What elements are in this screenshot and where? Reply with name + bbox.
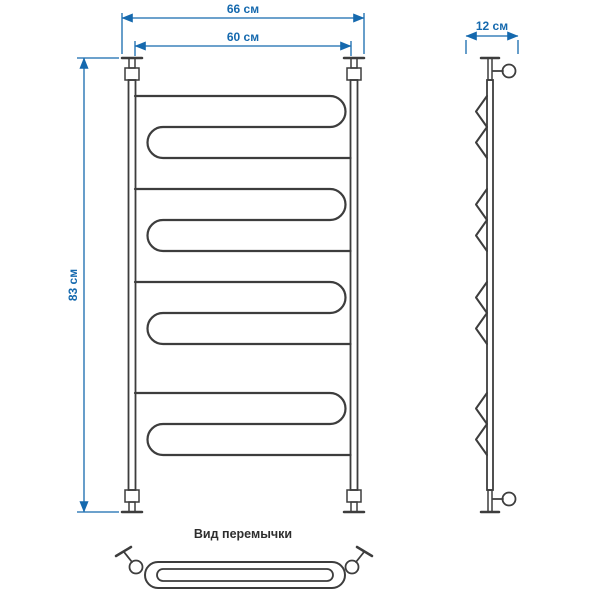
dim-inner-width-label: 60 см [227, 30, 259, 44]
coil-4 [133, 391, 352, 457]
front-top-left-bracket [120, 56, 144, 81]
side-coil-2 [475, 188, 488, 252]
dim-inner-width [134, 41, 352, 56]
dim-height-label: 83 см [66, 269, 80, 301]
side-view [475, 56, 517, 514]
side-coil-1 [475, 95, 488, 159]
side-rail [486, 79, 494, 491]
side-top-bracket [479, 56, 517, 81]
coil-2 [133, 187, 352, 253]
front-view [120, 56, 366, 514]
front-bottom-right-bracket [342, 489, 366, 514]
side-coil-profiles [475, 95, 488, 456]
crossbar-outer-loop [144, 561, 346, 589]
front-bottom-left-bracket [120, 489, 144, 514]
crossbar-view-caption: Вид перемычки [194, 527, 292, 541]
dim-outer-width [121, 13, 365, 54]
crossbar-inner-loop [156, 568, 334, 582]
dim-depth [465, 31, 519, 54]
crossbar-left-bracket [114, 545, 144, 575]
side-bottom-bracket [479, 489, 517, 514]
dim-height [77, 57, 119, 513]
dimension-lines [77, 13, 519, 513]
front-right-rail [349, 79, 359, 491]
crossbar-view [114, 545, 374, 589]
side-coil-3 [475, 281, 488, 345]
crossbar-right-bracket [344, 545, 374, 575]
front-left-rail [127, 79, 137, 491]
dim-outer-width-label: 66 см [227, 2, 259, 16]
dim-depth-label: 12 см [476, 19, 508, 33]
coil-3 [133, 280, 352, 346]
coil-1 [133, 94, 352, 160]
side-coil-4 [475, 392, 488, 456]
serpentine-coils [133, 94, 352, 457]
front-top-right-bracket [342, 56, 366, 81]
